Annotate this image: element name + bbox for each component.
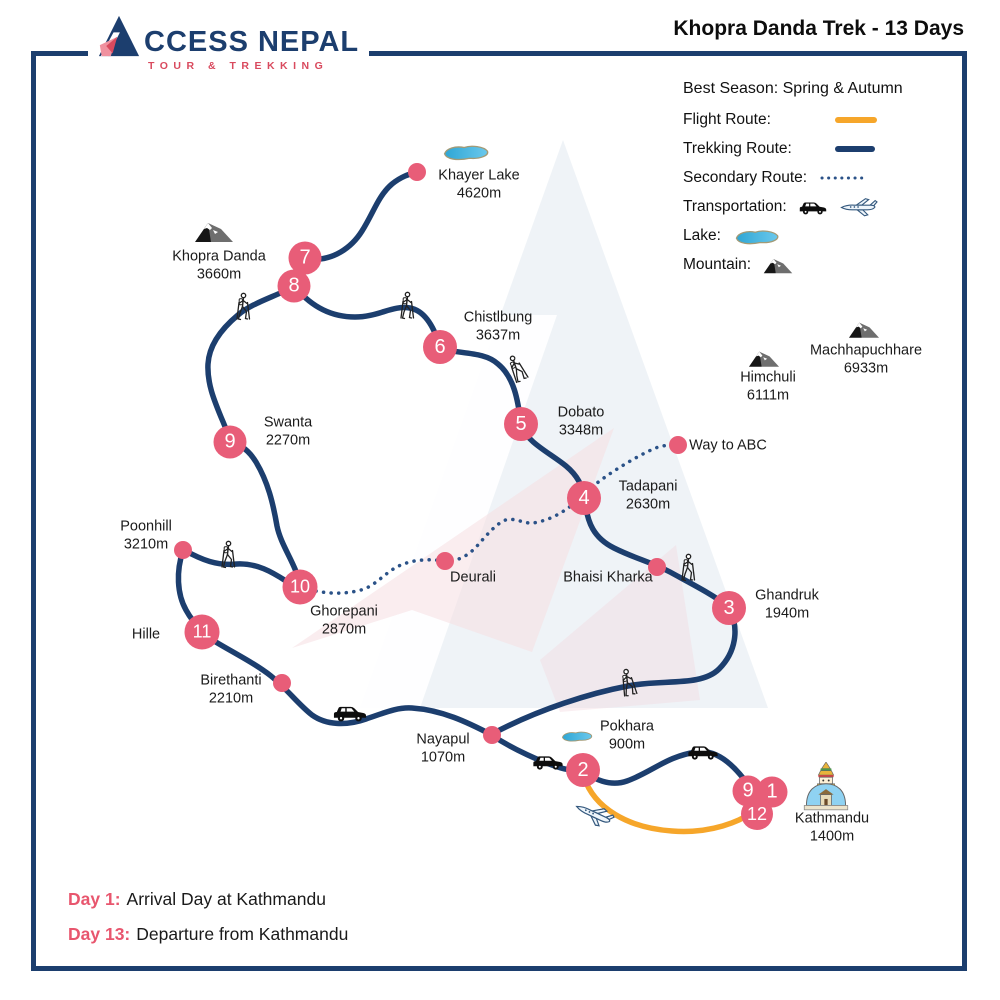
mountain-icon	[763, 256, 793, 274]
jeep-icon	[799, 199, 827, 216]
lake-icon	[443, 145, 489, 161]
jeep-icon	[333, 706, 367, 722]
legend: Best Season: Spring & Autumn Flight Rout…	[683, 78, 903, 283]
hiker-icon	[236, 292, 251, 321]
trekking-route-segment-4	[582, 497, 732, 610]
trekking-route-segment-1	[293, 285, 443, 350]
trekking-route-segment-5	[489, 607, 738, 737]
trekking-route-segment-0	[304, 169, 420, 263]
logo-a-mark-icon	[98, 15, 140, 57]
page-title: Khopra Danda Trek - 13 Days	[673, 17, 964, 40]
legend-transportation: Transportation:	[683, 196, 903, 218]
airplane-icon	[839, 195, 879, 219]
legend-best-season-text: Best Season: Spring & Autumn	[683, 80, 903, 97]
watermark-logo	[292, 140, 768, 712]
lake-icon	[733, 227, 781, 246]
map-border-frame	[31, 51, 967, 971]
legend-lake-label: Lake:	[683, 227, 721, 244]
legend-mountain: Mountain:	[683, 254, 903, 276]
legend-flight-label: Flight Route:	[683, 111, 771, 128]
jeep-icon	[533, 756, 563, 770]
trekking-route-segment-2	[438, 346, 524, 427]
flight-route-segment-13	[581, 774, 756, 835]
trekking-route-segment-11	[205, 284, 296, 444]
legend-secondary-route: Secondary Route:	[683, 167, 903, 189]
trekking-route-swatch	[835, 146, 875, 152]
day-notes: Day 1:Arrival Day at Kathmandu Day 13:De…	[68, 889, 348, 959]
jeep-icon	[688, 746, 718, 760]
logo-text: CCESS NEPAL	[144, 26, 360, 58]
trekking-route-segment-8	[175, 548, 205, 634]
day-13-prefix: Day 13:	[68, 924, 131, 944]
legend-transportation-label: Transportation:	[683, 198, 787, 215]
plane-icon	[572, 797, 617, 832]
hiker-icon	[400, 291, 415, 320]
legend-trekking-route: Trekking Route:	[683, 138, 903, 160]
day-13-note: Day 13:Departure from Kathmandu	[68, 924, 348, 945]
legend-secondary-label: Secondary Route:	[683, 169, 808, 186]
trekking-route-segment-7	[200, 631, 495, 738]
secondary-route-segment-14	[314, 497, 584, 595]
access-nepal-logo: CCESS NEPAL TOUR & TREKKING	[88, 13, 370, 72]
legend-mountain-label: Mountain:	[683, 256, 752, 273]
stupa-icon	[803, 762, 849, 811]
secondary-route-segment-15	[590, 443, 675, 489]
day-1-prefix: Day 1:	[68, 889, 121, 909]
mountain-icon	[195, 223, 233, 242]
day-1-note: Day 1:Arrival Day at Kathmandu	[68, 889, 348, 910]
legend-flight-route: Flight Route:	[683, 109, 903, 131]
mountain-icon	[848, 322, 880, 338]
mountain-icon	[748, 351, 780, 367]
trekking-route-segment-12	[581, 748, 752, 789]
lake-icon	[561, 731, 593, 742]
secondary-route-swatch	[820, 176, 866, 180]
day-1-text: Arrival Day at Kathmandu	[126, 889, 326, 909]
legend-lake: Lake:	[683, 225, 903, 247]
legend-best-season: Best Season: Spring & Autumn	[683, 78, 903, 100]
legend-trekking-label: Trekking Route:	[683, 140, 792, 157]
trekking-route-segment-9	[181, 547, 303, 590]
flight-route-swatch	[835, 117, 877, 123]
day-13-text: Departure from Kathmandu	[136, 924, 349, 944]
logo-tagline: TOUR & TREKKING	[148, 60, 329, 72]
